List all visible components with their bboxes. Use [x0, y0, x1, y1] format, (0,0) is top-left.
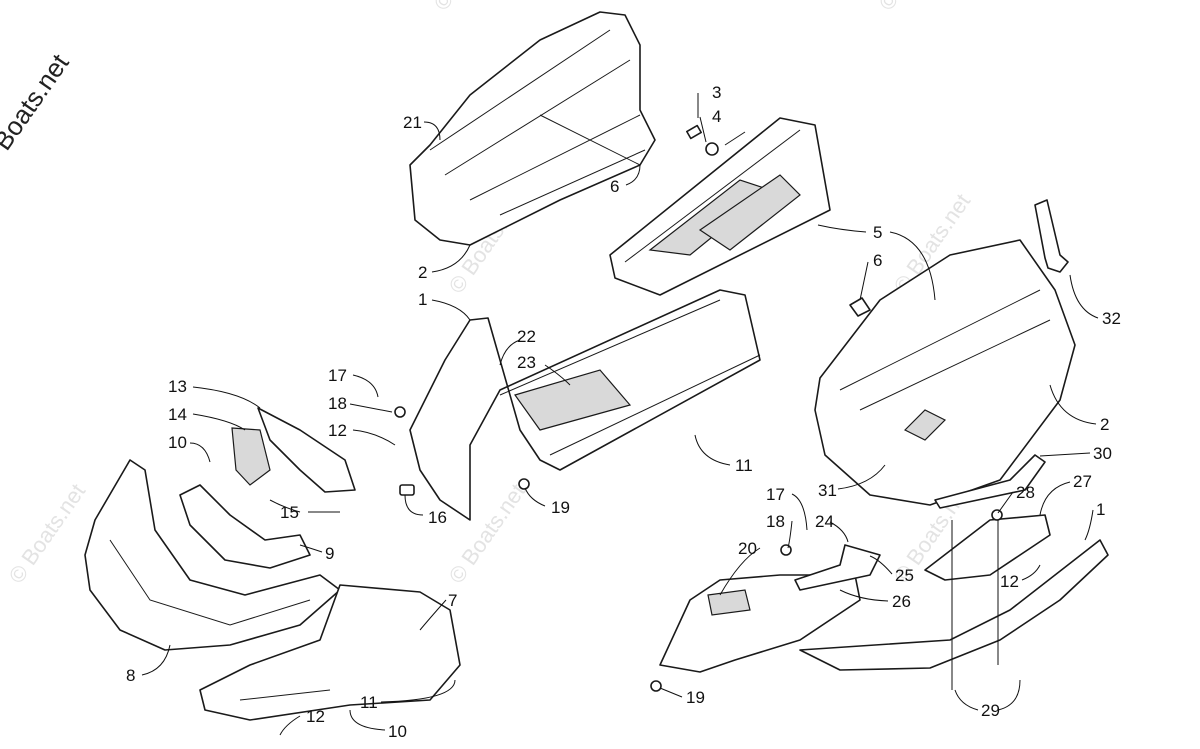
right-lower-plates	[924, 454, 1051, 581]
watermark-repeat: © Boats.net	[874, 0, 961, 15]
callout-5: 5	[873, 223, 882, 242]
callout-13: 13	[168, 377, 187, 396]
callout-30: 30	[1093, 444, 1112, 463]
callout-17-left: 17	[328, 366, 347, 385]
callout-19-bottom: 19	[686, 688, 705, 707]
callout-28: 28	[1016, 483, 1035, 502]
callout-1-right: 1	[1096, 500, 1105, 519]
callout-7: 7	[448, 591, 457, 610]
callout-11-bottom: 11	[360, 693, 378, 712]
callout-26: 26	[892, 592, 911, 611]
callout-25: 25	[895, 566, 914, 585]
callout-4: 4	[712, 107, 721, 126]
callout-29: 29	[981, 701, 1000, 720]
callout-17-right: 17	[766, 485, 785, 504]
floor-mat	[609, 117, 831, 296]
right-side-pod	[814, 239, 1076, 506]
callout-22: 22	[517, 327, 536, 346]
callout-14: 14	[168, 405, 187, 424]
callout-12-right: 12	[1000, 572, 1019, 591]
callout-1-center: 1	[418, 290, 427, 309]
callout-10-left: 10	[168, 433, 187, 452]
callout-31: 31	[818, 481, 837, 500]
watermark-repeat: © Boats.net	[429, 0, 516, 15]
callout-24: 24	[815, 512, 834, 531]
clip-right	[849, 297, 871, 317]
callout-11-center: 11	[735, 456, 753, 475]
callout-12-center: 12	[328, 421, 347, 440]
callout-2-left: 2	[418, 263, 427, 282]
callout-6-right: 6	[873, 251, 882, 270]
callout-32: 32	[1102, 309, 1121, 328]
callout-23: 23	[517, 353, 536, 372]
callout-18-right: 18	[766, 512, 785, 531]
callout-6-top: 6	[610, 177, 619, 196]
callout-20: 20	[738, 539, 757, 558]
hardware-dots	[394, 406, 1003, 692]
rear-belly-pan	[659, 539, 1109, 673]
center-belly-pan	[409, 289, 761, 521]
left-bumper-assembly	[179, 407, 356, 569]
callout-27: 27	[1073, 472, 1092, 491]
callout-9: 9	[325, 544, 334, 563]
upper-front-shroud	[409, 11, 656, 246]
callout-21: 21	[403, 113, 422, 132]
callout-3: 3	[712, 83, 721, 102]
callout-8: 8	[126, 666, 135, 685]
leader-lines	[141, 93, 1099, 736]
callout-16: 16	[428, 508, 447, 527]
callout-2-right: 2	[1100, 415, 1109, 434]
callout-18-left: 18	[328, 394, 347, 413]
skid-plate	[199, 584, 461, 721]
callout-15: 15	[280, 503, 299, 522]
tether-handle	[1034, 199, 1069, 273]
watermark-repeat: © Boats.net	[4, 479, 91, 588]
callout-12-bottom: 12	[306, 707, 325, 726]
callout-19-center: 19	[551, 498, 570, 517]
callout-10-bottom: 10	[388, 722, 407, 741]
fastener-group-top	[686, 124, 746, 156]
callout-labels: 21 3 4 6 2 5 6 32 1 22 23 17 18 12 13 14…	[126, 83, 1121, 741]
